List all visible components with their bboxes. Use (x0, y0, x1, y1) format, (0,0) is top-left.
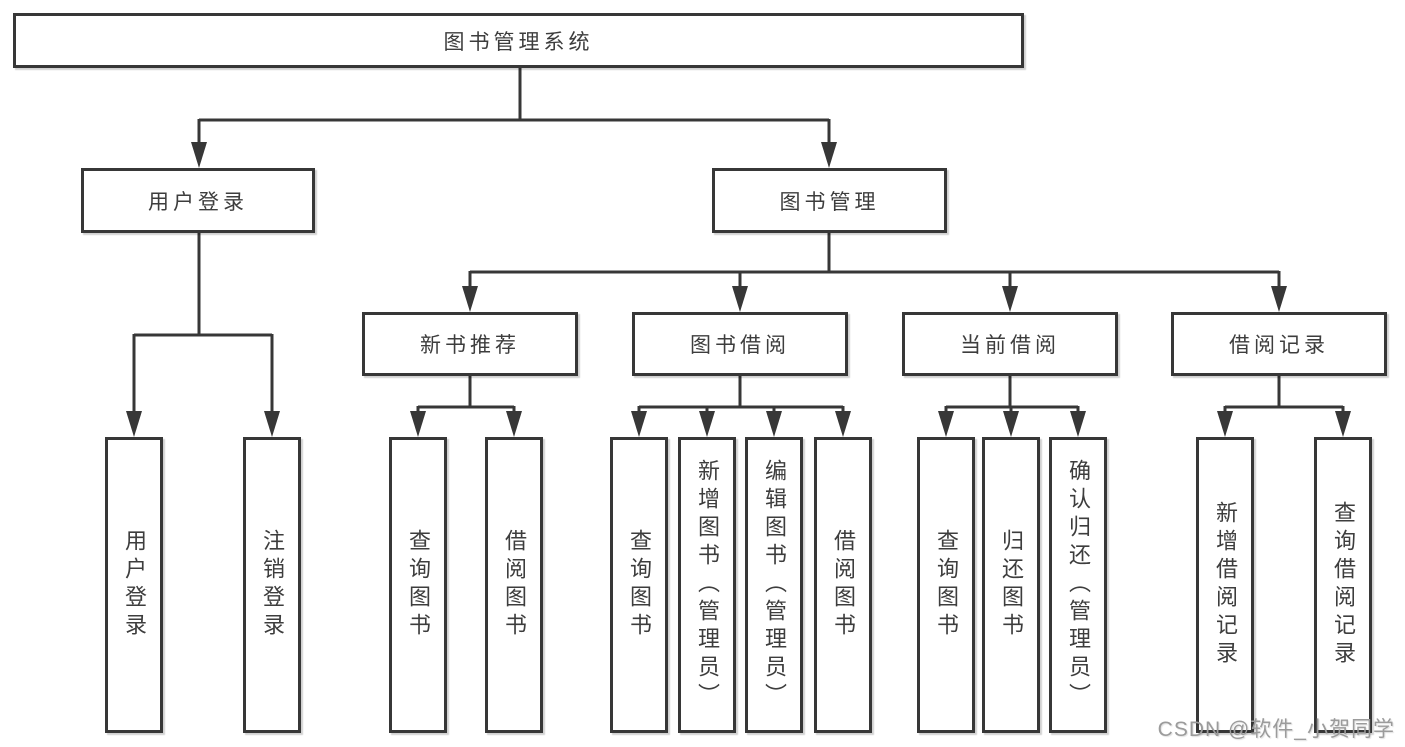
node-borrowing-records-label: 借阅记录 (1229, 334, 1329, 357)
leaf-edit-books-admin: 编辑图书（管理员） (745, 437, 803, 733)
leaf-query-borrow-record-label: 查询借阅记录 (1331, 501, 1356, 669)
leaf-user-login-label: 用户登录 (122, 529, 147, 641)
root-to-level2-connector (197, 67, 831, 150)
leaf-confirm-return-admin: 确认归还（管理员） (1049, 437, 1107, 733)
leaf-add-borrow-record: 新增借阅记录 (1196, 437, 1254, 733)
node-book-borrowing: 图书借阅 (632, 312, 848, 376)
leaf-add-borrow-record-label: 新增借阅记录 (1213, 501, 1238, 669)
leaf-logout-label: 注销登录 (260, 529, 285, 641)
leaf-add-books-admin-label: 新增图书（管理员） (695, 459, 720, 711)
node-user-login-label: 用户登录 (148, 190, 248, 214)
node-current-borrowing: 当前借阅 (902, 312, 1118, 376)
leaf-add-books-admin: 新增图书（管理员） (678, 437, 736, 733)
leaf-query-books-recommend: 查询图书 (389, 437, 447, 733)
csdn-watermark: CSDN @软件_小贺同学 (1157, 718, 1395, 741)
new-book-recommend-children-connector (416, 375, 516, 420)
book-borrowing-children-connector (637, 375, 845, 420)
leaf-user-login: 用户登录 (105, 437, 163, 733)
node-user-login: 用户登录 (81, 168, 315, 233)
node-new-book-recommend: 新书推荐 (362, 312, 578, 376)
node-root-label: 图书管理系统 (443, 30, 594, 54)
leaf-borrow-books-recommend-label: 借阅图书 (502, 529, 527, 641)
leaf-return-books: 归还图书 (982, 437, 1040, 733)
leaf-query-books-borrowing-label: 查询图书 (627, 529, 652, 641)
user-login-children-connector (132, 233, 274, 420)
leaf-borrow-books-recommend: 借阅图书 (485, 437, 543, 733)
leaf-query-books-borrowing: 查询图书 (610, 437, 668, 733)
leaf-query-borrow-record: 查询借阅记录 (1314, 437, 1372, 733)
node-current-borrowing-label: 当前借阅 (960, 334, 1060, 357)
leaf-logout: 注销登录 (243, 437, 301, 733)
node-book-management-label: 图书管理 (779, 190, 880, 214)
leaf-query-books-current: 查询图书 (917, 437, 975, 733)
node-borrowing-records: 借阅记录 (1171, 312, 1387, 376)
leaf-borrow-books-borrowing-label: 借阅图书 (831, 529, 856, 641)
leaf-return-books-label: 归还图书 (999, 529, 1024, 641)
leaf-confirm-return-admin-label: 确认归还（管理员） (1066, 459, 1091, 711)
leaf-query-books-current-label: 查询图书 (934, 529, 959, 641)
node-book-management: 图书管理 (712, 168, 947, 233)
book-management-to-level3-connector (468, 233, 1281, 294)
borrowing-records-children-connector (1223, 375, 1345, 420)
node-book-borrowing-label: 图书借阅 (690, 334, 790, 357)
leaf-edit-books-admin-label: 编辑图书（管理员） (762, 459, 787, 711)
node-new-book-recommend-label: 新书推荐 (420, 334, 520, 357)
leaf-borrow-books-borrowing: 借阅图书 (814, 437, 872, 733)
node-root: 图书管理系统 (13, 13, 1024, 68)
arrowheads (126, 142, 1351, 437)
leaf-query-books-recommend-label: 查询图书 (406, 529, 431, 641)
